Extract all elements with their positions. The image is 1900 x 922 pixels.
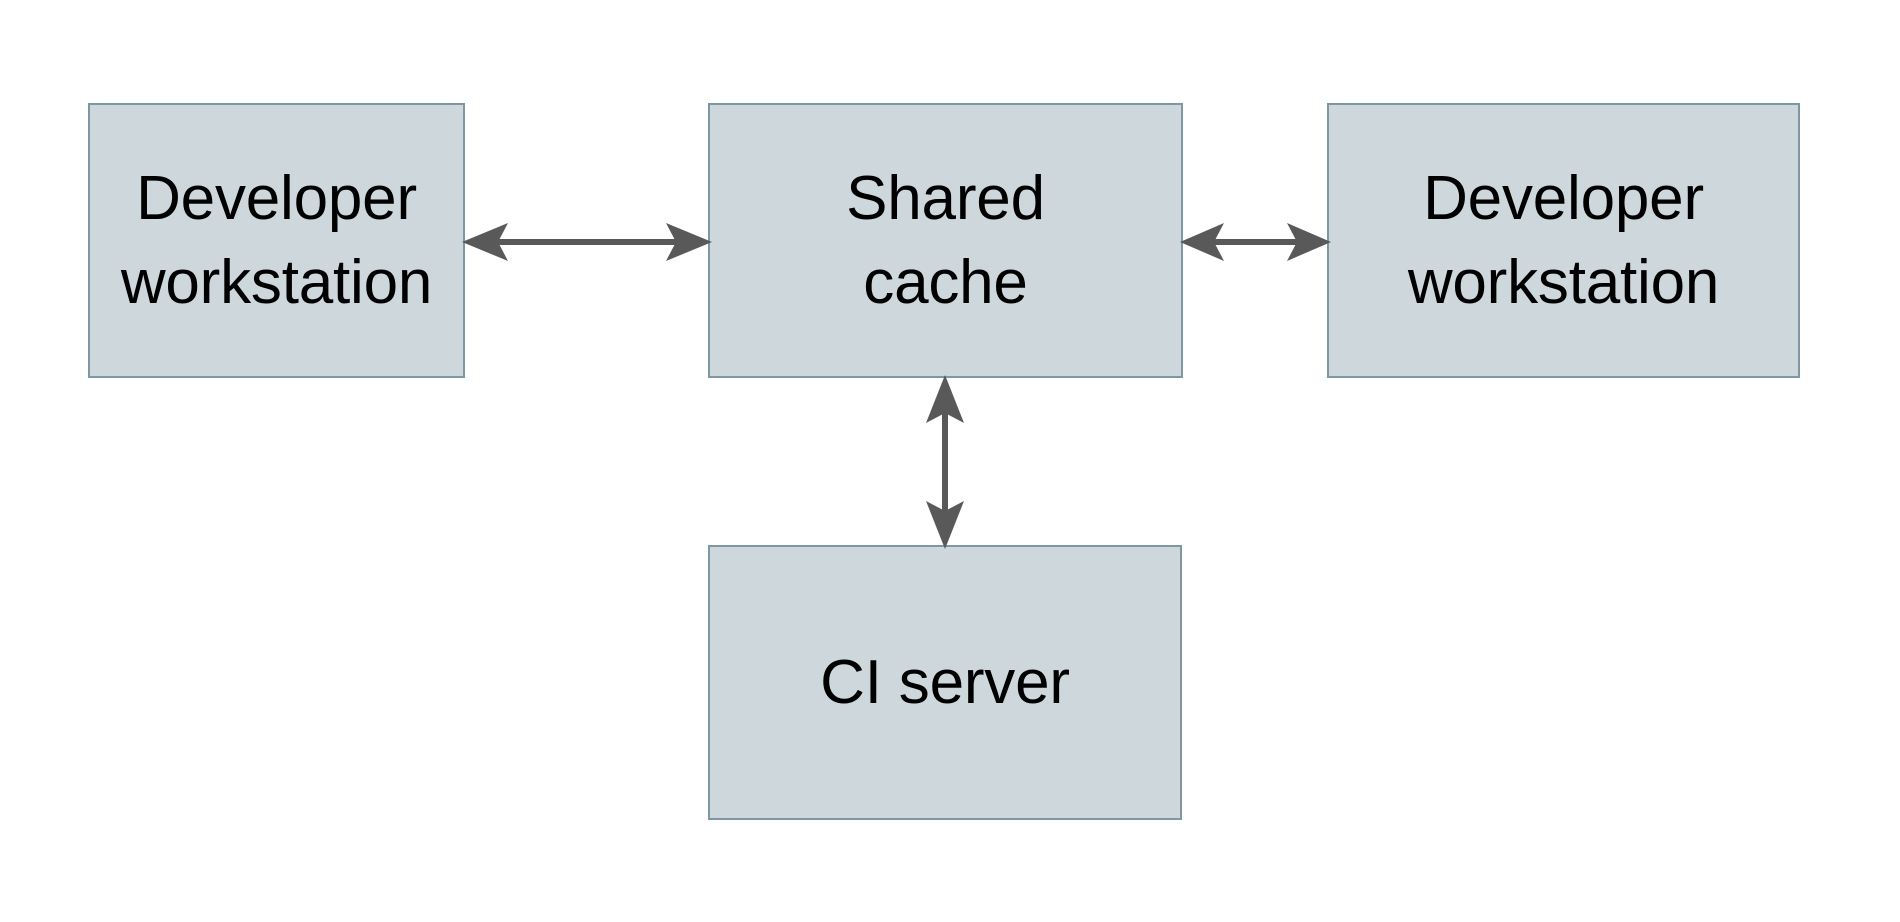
node-ci-server[interactable]: CI server xyxy=(708,545,1182,820)
double-arrow-horizontal-icon xyxy=(1180,223,1331,261)
node-shared-cache[interactable]: Shared cache xyxy=(708,103,1183,378)
node-label: CI server xyxy=(820,647,1070,717)
double-arrow-horizontal-icon xyxy=(462,223,712,261)
edge-shared-cache-to-developer-workstation-right xyxy=(1180,214,1331,270)
edge-shared-cache-to-ci-server xyxy=(917,375,973,549)
node-developer-workstation-left[interactable]: Developer workstation xyxy=(88,103,465,378)
node-developer-workstation-right[interactable]: Developer workstation xyxy=(1327,103,1800,378)
node-label: Shared cache xyxy=(846,164,1045,317)
node-label: Developer workstation xyxy=(1407,164,1720,317)
double-arrow-vertical-icon xyxy=(926,375,964,549)
node-label: Developer workstation xyxy=(120,164,433,317)
edge-developer-workstation-left-to-shared-cache xyxy=(462,214,712,270)
